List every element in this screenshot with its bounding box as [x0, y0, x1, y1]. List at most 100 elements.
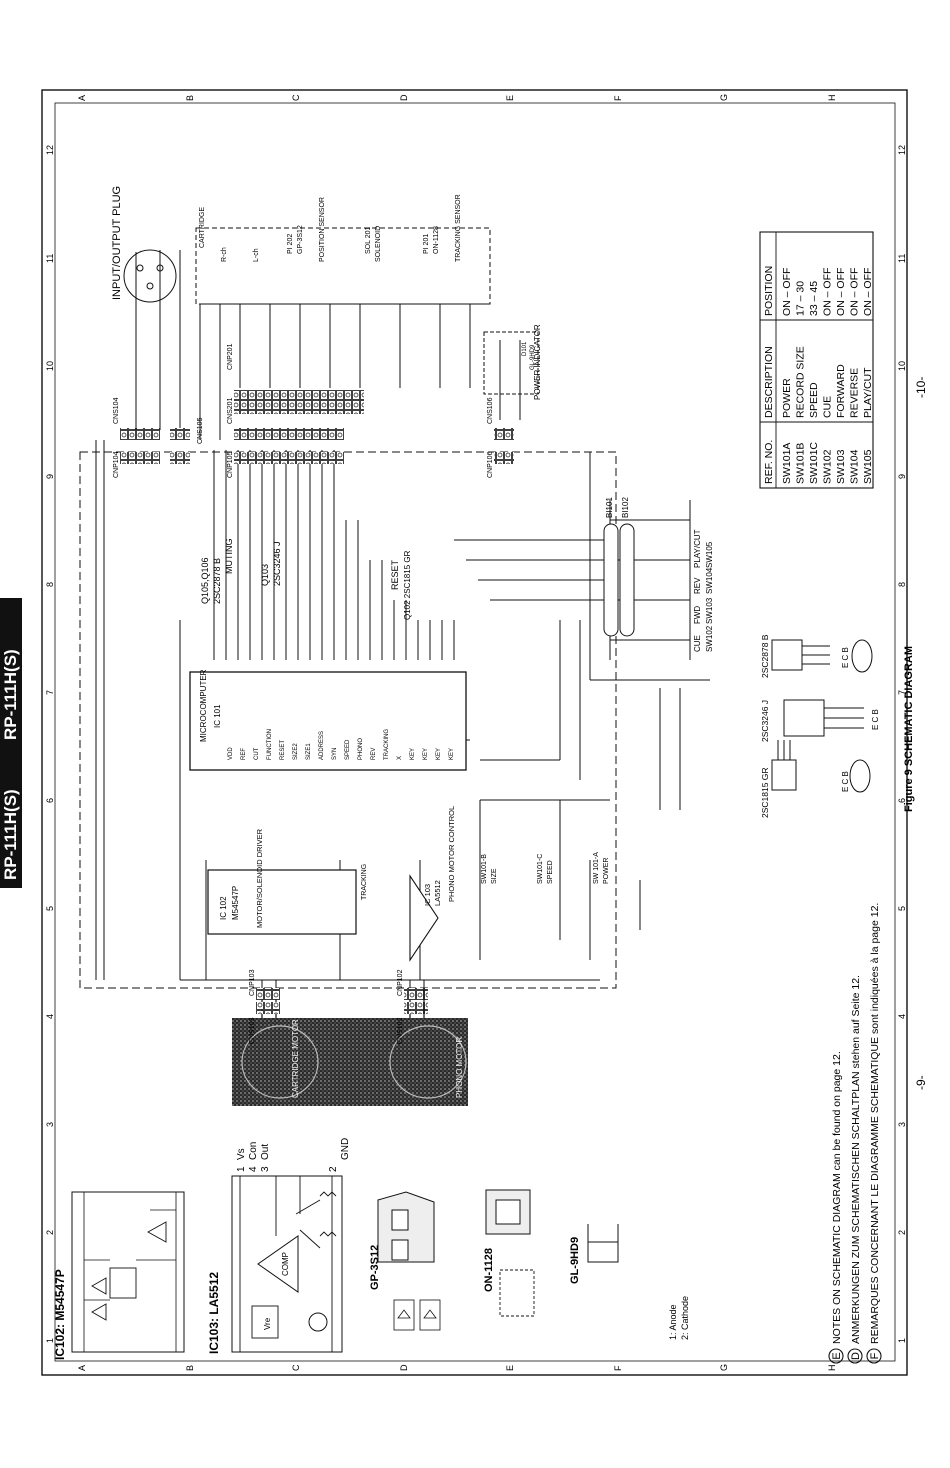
power-indicator-label: POWER INDICATOR: [533, 324, 542, 400]
connector-cns105: [170, 428, 190, 440]
ic103-part: LA5512: [433, 880, 442, 906]
ic101-pin-label: SIZE1: [306, 743, 312, 760]
side-tab-model-a: RP-111H(S): [1, 789, 20, 880]
ic101-pin-label: KEY: [423, 748, 429, 760]
switch-table-cell: SW105: [862, 449, 874, 484]
cns104-label: CNS104: [113, 397, 120, 424]
grid-letter-bottom: G: [719, 1364, 729, 1371]
cns106-label: CNS106: [487, 397, 494, 424]
switch-table-header: POSITION: [763, 266, 775, 316]
connector-cns201: [234, 390, 364, 402]
switch-table: REF. NO.DESCRIPTIONPOSITIONSW101APOWERON…: [759, 231, 874, 489]
ic101-pin-label: RESET: [280, 740, 286, 760]
grid-letter-top: F: [613, 95, 623, 101]
tracking-sensor-label: TRACKING SENSOR: [455, 194, 462, 262]
fwd-label: FWD: [693, 606, 702, 624]
transistor-2sc2878-ecb: E C B: [841, 647, 850, 668]
grid-letter-top: B: [185, 95, 195, 101]
switch-table-cell: CUE: [822, 396, 834, 418]
grid-number-left: 1: [45, 1338, 55, 1343]
la5512-pin-number: 3: [260, 1166, 271, 1172]
switch-table-cell: ON – OFF: [862, 268, 874, 316]
connector-bi102: [619, 523, 635, 637]
connector-cns106: [494, 428, 514, 440]
connector-cns103: [256, 1002, 280, 1014]
phono-motor-label: PHONO MOTOR: [455, 1037, 464, 1098]
cns201-label: CNS201: [227, 397, 234, 424]
position-sensor-label: POSITION SENSOR: [319, 197, 326, 262]
connector-cnp306: [234, 452, 344, 464]
grid-number-right: 5: [897, 906, 907, 911]
pi202-label: PI 202: [287, 234, 294, 254]
switch-table-cell: 17 – 30: [795, 281, 807, 316]
transistor-2sc1815: 2SC1815 GR E C B: [760, 740, 871, 818]
transistor-2sc3246: 2SC3246 J E C B: [760, 699, 880, 742]
grid-letter-top: E: [505, 95, 515, 101]
speed-label: SPEED: [547, 860, 554, 884]
bi102-label: BI102: [621, 497, 630, 518]
power-label: POWER: [603, 858, 610, 884]
input-output-plug-label: INPUT/OUTPUT PLUG: [111, 186, 123, 300]
d101-label: D101: [522, 341, 528, 356]
switch-table-cell: SW101B: [795, 443, 807, 484]
ic101-pin-label: X: [397, 756, 403, 760]
switch-table-header: REF. NO.: [763, 440, 775, 484]
rev-label: REV: [693, 577, 702, 594]
grid-number-right: 3: [897, 1122, 907, 1127]
la5512-pin-number: 2: [328, 1166, 339, 1172]
ic103-label: IC 103: [423, 884, 432, 906]
ic101-pin-label: CUT: [254, 747, 260, 760]
la5512-pin-name: Vs: [236, 1148, 247, 1160]
q103-part-label: 2SC3246 J: [272, 541, 282, 586]
la5512-pin-number: 4: [248, 1166, 259, 1172]
sw103-label: SW103: [705, 597, 714, 624]
note-d-text: ANMERKUNGEN ZUM SCHEMATISCHEN SCHALTPLAN…: [850, 975, 862, 1344]
note-e-text: NOTES ON SCHEMATIC DIAGRAM can be found …: [831, 1051, 843, 1344]
sw101b-label: SW101-B: [481, 854, 488, 884]
led-note-anode: 1: Anode: [668, 1304, 678, 1340]
note-f-text: REMARQUES CONCERNANT LE DIAGRAMME SCHEMA…: [869, 903, 881, 1344]
transistor-2sc1815-ecb: E C B: [841, 771, 850, 792]
on1128-diagram: ON-1128: [483, 1189, 535, 1317]
size-label: SIZE: [491, 868, 498, 884]
note-d-marker: D: [850, 1352, 862, 1360]
cns102-label: CNS102: [397, 1017, 404, 1044]
transistor-2sc2878: 2SC2878 B E C B: [760, 634, 873, 678]
ic102-label: IC 102: [219, 896, 228, 920]
switch-table-header: DESCRIPTION: [763, 346, 775, 418]
pi201-label: PI 201: [423, 234, 430, 254]
switch-table-cell: PLAY/CUT: [862, 367, 874, 418]
solenoid-label: SOLENOID: [375, 226, 382, 262]
grid-letter-bottom: C: [291, 1364, 301, 1371]
q103-label: Q103: [260, 564, 270, 586]
grid-letter-top: G: [719, 94, 729, 101]
cns103-label: CNS103: [249, 1017, 256, 1044]
led-note-cathode: 2: Cathode: [680, 1296, 690, 1340]
grid-number-right: 7: [897, 690, 907, 695]
switch-table-cell: ON – OFF: [822, 268, 834, 316]
ic101-pin-label: KEY: [449, 748, 455, 760]
grid-number-left: 3: [45, 1122, 55, 1127]
switch-table-cell: REVERSE: [849, 368, 861, 418]
grid-letter-top: A: [77, 95, 87, 101]
ic101-pin-label: REF: [241, 748, 247, 760]
pi201-part-label: ON-1128: [433, 226, 440, 254]
grid-number-left: 2: [45, 1230, 55, 1235]
switch-table-cells: REF. NO.DESCRIPTIONPOSITIONSW101APOWERON…: [763, 266, 874, 484]
ic102-part: M54547P: [231, 886, 240, 920]
ic101-pin-label: ADDRESS: [319, 731, 325, 760]
connector-cnp201: [234, 402, 364, 414]
cnp104-label: CNP104: [113, 451, 120, 478]
ic102-body: IC 102 M54547P MOTOR/SOLENOID DRIVER: [207, 828, 357, 935]
grid-letter-bottom: A: [77, 1365, 87, 1371]
switch-table-cell: SW102: [822, 449, 834, 484]
sw101c-label: SW101-C: [537, 854, 544, 884]
grid-number-left: 7: [45, 690, 55, 695]
ic101-pin-label: VDD: [228, 747, 234, 760]
page-number-right: -10-: [914, 377, 928, 398]
